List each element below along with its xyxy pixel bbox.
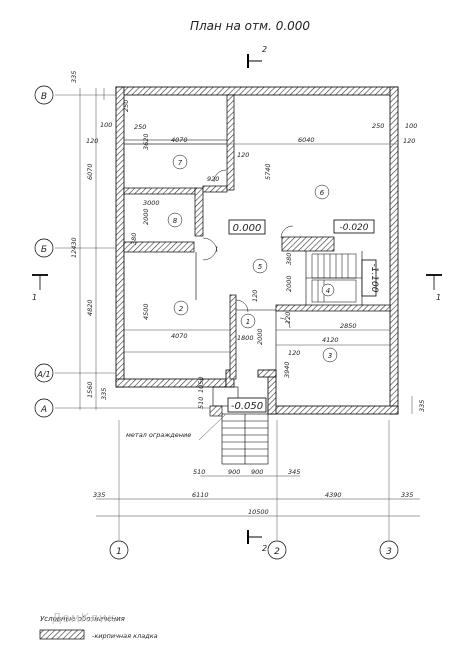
svg-text:510: 510: [197, 397, 205, 409]
svg-text:1560: 1560: [86, 381, 94, 398]
svg-text:120: 120: [237, 151, 249, 159]
svg-text:3620: 3620: [142, 133, 150, 150]
svg-text:1800: 1800: [237, 334, 254, 342]
axis-label-a1: А/1: [36, 370, 50, 379]
svg-text:4390: 4390: [325, 491, 342, 499]
section-number-bottom: 2: [262, 544, 267, 553]
svg-text:1: 1: [32, 293, 37, 302]
svg-text:380: 380: [130, 233, 138, 245]
axis-bubble-a1: [34, 363, 54, 383]
svg-text:120: 120: [86, 137, 98, 145]
svg-text:6110: 6110: [192, 491, 209, 499]
svg-text:335: 335: [100, 388, 108, 400]
legend-brick-swatch: [39, 629, 85, 640]
level-entrance: -0.050: [231, 401, 263, 412]
svg-text:250: 250: [122, 100, 130, 112]
svg-text:120: 120: [403, 137, 415, 145]
room-markers: [167, 154, 338, 363]
room-5: 5: [258, 263, 263, 271]
svg-text:4820: 4820: [86, 299, 94, 316]
level-main: 0.000: [233, 223, 262, 234]
axis-bubbles: [34, 85, 399, 560]
svg-text:510: 510: [193, 468, 205, 476]
svg-text:1050: 1050: [197, 376, 205, 393]
room-1: 1: [246, 318, 250, 326]
axis-label-b: Б: [41, 245, 47, 255]
svg-text:345: 345: [288, 468, 300, 476]
room-6: 6: [320, 189, 325, 197]
axis-bubble-b: [34, 238, 54, 258]
svg-text:2000: 2000: [142, 208, 150, 225]
svg-text:335: 335: [70, 71, 78, 83]
cut-mark-left: 1: [32, 274, 48, 302]
room-2: 2: [179, 305, 184, 313]
porch-stair: [209, 386, 269, 465]
svg-text:120: 120: [251, 290, 259, 302]
level-marks: 0.000 -0.020 -1.100 -0.050: [227, 219, 379, 413]
legend-brick-label: -кирпичная кладка: [92, 632, 158, 640]
svg-text:900: 900: [228, 468, 240, 476]
door-swings: [202, 169, 294, 329]
axis-label-v: В: [41, 92, 47, 102]
room-3: 3: [328, 352, 332, 360]
svg-text:12430: 12430: [70, 237, 78, 258]
axis-lines: [55, 94, 390, 540]
svg-text:335: 335: [401, 491, 413, 499]
room-4: 4: [326, 287, 330, 295]
legend-title: Условные обозначения: [40, 615, 125, 623]
svg-text:4120: 4120: [322, 336, 339, 344]
svg-text:4500: 4500: [142, 303, 150, 320]
svg-text:2000: 2000: [285, 275, 293, 292]
svg-text:100: 100: [405, 122, 417, 130]
svg-text:6070: 6070: [86, 163, 94, 180]
axis-bubble-2: [267, 540, 287, 560]
plan-title: План на отм. 0.000: [190, 19, 310, 33]
svg-text:3940: 3940: [283, 361, 291, 378]
axis-bubble-1: [109, 540, 129, 560]
svg-text:120: 120: [284, 312, 292, 324]
room-7: 7: [178, 159, 183, 167]
internal-stair: [311, 253, 357, 303]
exterior-walls: [115, 86, 399, 415]
fence-label: метал ограждение: [126, 431, 191, 439]
svg-text:10500: 10500: [248, 508, 269, 516]
svg-text:3000: 3000: [143, 199, 160, 207]
svg-text:120: 120: [288, 349, 300, 357]
svg-text:920: 920: [207, 175, 219, 183]
room-8: 8: [173, 217, 178, 225]
axis-label-3: 3: [386, 547, 392, 557]
svg-text:250: 250: [372, 122, 384, 130]
axis-bubble-3: [379, 540, 399, 560]
section-mark-bottom: 2: [247, 530, 267, 553]
level-stair: -0.020: [339, 223, 368, 233]
svg-text:4070: 4070: [171, 136, 188, 144]
svg-text:6040: 6040: [298, 136, 315, 144]
svg-text:900: 900: [251, 468, 263, 476]
axis-label-a: А: [40, 405, 47, 415]
section-mark-top: 2: [247, 45, 267, 68]
axis-label-1: 1: [116, 547, 122, 557]
cut-mark-right: 1: [426, 274, 442, 302]
axis-bubble-v: [34, 85, 54, 105]
axis-bubble-a: [34, 398, 54, 418]
svg-text:2000: 2000: [256, 328, 264, 345]
svg-text:335: 335: [93, 491, 105, 499]
svg-text:2850: 2850: [340, 322, 357, 330]
interior-partitions: [123, 94, 391, 380]
svg-text:5740: 5740: [264, 163, 272, 180]
dimension-lines: [79, 88, 420, 517]
svg-text:100: 100: [100, 121, 112, 129]
svg-text:250: 250: [134, 123, 146, 131]
axis-label-2: 2: [274, 547, 280, 557]
svg-text:1: 1: [436, 293, 441, 302]
svg-text:4070: 4070: [171, 332, 188, 340]
svg-text:380: 380: [285, 253, 293, 265]
level-landing: -1.100: [369, 263, 379, 292]
section-number-top: 2: [262, 45, 267, 54]
svg-text:335: 335: [418, 400, 426, 412]
watermark: ДомКлик: [52, 611, 117, 625]
